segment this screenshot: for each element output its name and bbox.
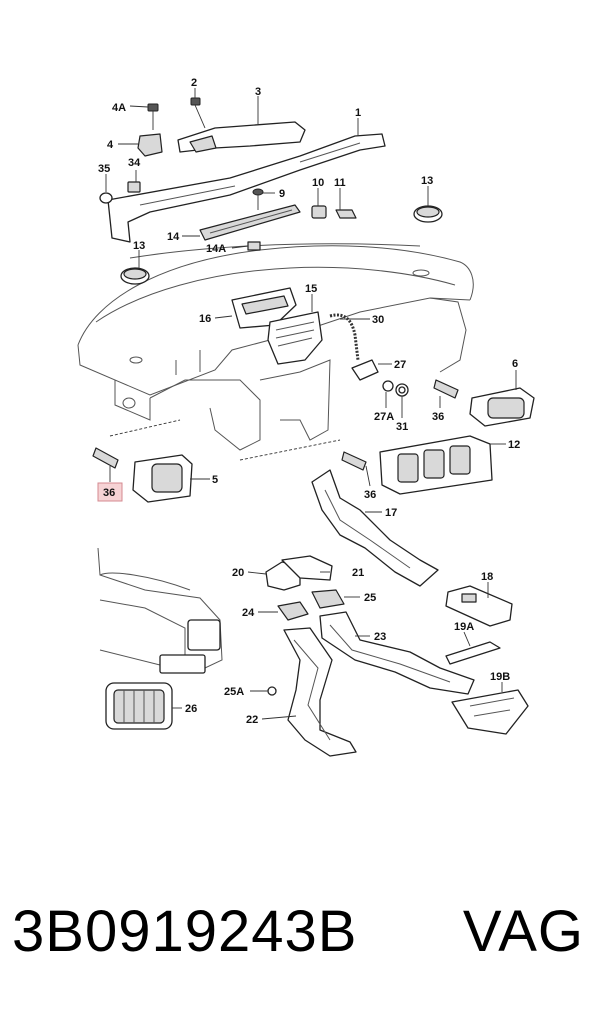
part-34-nut xyxy=(127,181,141,193)
part-6-side-vent-right xyxy=(469,387,535,427)
callout-16: 16 xyxy=(199,313,211,325)
part-27A-washer xyxy=(382,380,394,392)
part-19A-trim-strip xyxy=(445,641,501,665)
callout-36-left-highlighted: 36 xyxy=(103,487,115,499)
callout-34: 34 xyxy=(128,157,141,169)
callout-14: 14 xyxy=(167,231,180,243)
callout-labels: 1 2 3 4A 4 34 35 9 10 11 13 14 14A 13 15… xyxy=(97,77,520,726)
part-25-clip xyxy=(311,589,345,609)
callout-25: 25 xyxy=(364,592,376,604)
part-2-screw xyxy=(190,97,206,129)
callout-30: 30 xyxy=(372,314,384,326)
callout-9: 9 xyxy=(279,188,285,200)
leader-lines xyxy=(105,88,517,720)
callout-21: 21 xyxy=(352,567,364,579)
part-15-air-duct xyxy=(267,311,323,365)
part-14-grille-strip xyxy=(199,204,301,241)
footer-caption: 3B0919243B VAG xyxy=(0,892,600,972)
part-26-rear-vent-grille xyxy=(105,682,173,730)
callout-4: 4 xyxy=(107,139,114,151)
callout-11: 11 xyxy=(334,177,346,189)
callout-6: 6 xyxy=(512,358,518,370)
highlight-box-36 xyxy=(97,482,123,502)
part-5-side-vent-left xyxy=(132,454,193,503)
callout-18: 18 xyxy=(481,571,493,583)
part-31-ring xyxy=(395,383,409,397)
callout-5: 5 xyxy=(212,474,218,486)
exploded-parts-diagram: 1 2 3 4A 4 34 35 9 10 11 13 14 14A 13 15… xyxy=(77,77,535,757)
part-30-cable xyxy=(329,313,360,361)
part-9-screw xyxy=(252,188,264,210)
callout-4A: 4A xyxy=(112,102,126,114)
callout-23: 23 xyxy=(374,631,386,643)
callout-3: 3 xyxy=(255,86,261,98)
car-body-outline xyxy=(97,547,223,674)
callout-10: 10 xyxy=(312,177,324,189)
part-12-center-vent-panel xyxy=(379,435,493,495)
callout-24: 24 xyxy=(242,607,255,619)
callout-25A: 25A xyxy=(224,686,244,698)
part-17-floor-duct xyxy=(311,469,439,587)
part-11-clip xyxy=(335,209,357,219)
part-16-center-vent xyxy=(231,287,297,329)
part-25A-washer xyxy=(267,686,277,696)
callout-19A: 19A xyxy=(454,621,474,633)
callout-36-right: 36 xyxy=(432,411,444,423)
part-23-rear-duct-right xyxy=(319,611,475,695)
part-36-sensor-left xyxy=(92,447,119,469)
callout-35: 35 xyxy=(98,163,110,175)
callout-19B: 19B xyxy=(490,671,510,683)
part-35-grommet xyxy=(99,192,113,204)
dashboard-outline xyxy=(77,243,474,451)
callout-17: 17 xyxy=(385,507,397,519)
part-3-bracket xyxy=(177,121,306,153)
callout-2: 2 xyxy=(191,77,197,89)
callout-27: 27 xyxy=(394,359,406,371)
part-36-sensor-center xyxy=(341,451,367,471)
part-36-sensor-right xyxy=(433,379,459,399)
part-13-grommet-left xyxy=(120,267,150,285)
callout-27A: 27A xyxy=(374,411,394,423)
part-13-grommet-right xyxy=(413,205,443,223)
part-18-rear-outlet xyxy=(445,585,513,627)
callout-14A: 14A xyxy=(206,243,226,255)
callout-31: 31 xyxy=(396,421,408,433)
callout-36-center: 36 xyxy=(364,489,376,501)
part-14A-clip xyxy=(247,241,261,251)
callout-13-left: 13 xyxy=(133,240,145,252)
brand-name: VAG xyxy=(462,899,584,964)
part-21-duct xyxy=(281,555,333,581)
callout-26: 26 xyxy=(185,703,197,715)
part-22-rear-duct-left xyxy=(283,627,357,757)
part-10-clip xyxy=(311,205,327,219)
callout-13-right: 13 xyxy=(421,175,433,187)
callout-20: 20 xyxy=(232,567,244,579)
callout-22: 22 xyxy=(246,714,258,726)
callout-12: 12 xyxy=(508,439,520,451)
part-4-clip xyxy=(137,133,163,157)
callout-1: 1 xyxy=(355,107,361,119)
part-27-bracket xyxy=(351,359,379,381)
part-24-clip xyxy=(277,601,309,621)
part-19B-cover xyxy=(451,689,529,735)
part-number: 3B0919243B xyxy=(12,899,358,964)
callout-15: 15 xyxy=(305,283,317,295)
part-1-cross-member xyxy=(107,133,386,243)
part-4A-bolt xyxy=(147,103,159,130)
